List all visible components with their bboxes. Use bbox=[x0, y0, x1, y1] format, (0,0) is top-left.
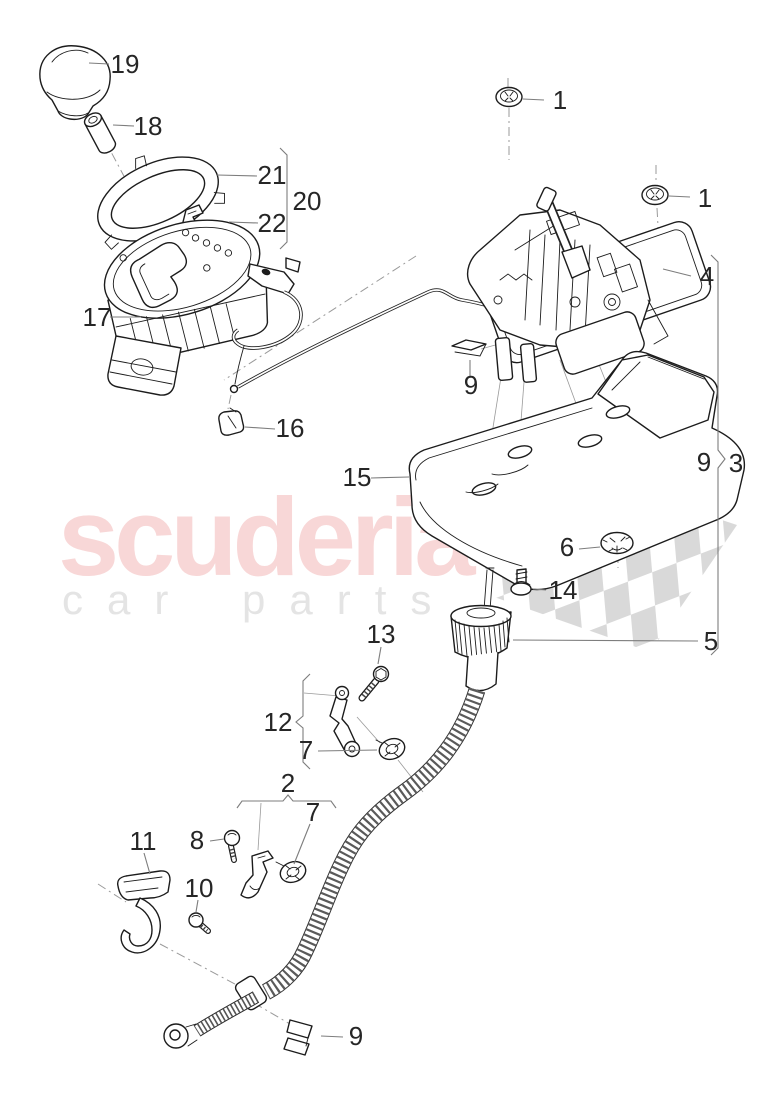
callout-leaders bbox=[88, 62, 726, 1038]
callout-9c: 9 bbox=[349, 1021, 363, 1051]
callout-15: 15 bbox=[343, 462, 372, 492]
callout-labels: 19 18 21 20 22 17 1 1 4 16 9 15 9 3 6 14… bbox=[83, 49, 744, 1051]
part-14-screw bbox=[510, 568, 532, 596]
watermark-title: scuderia bbox=[58, 476, 476, 599]
part-19-shift-knob bbox=[39, 45, 111, 121]
callout-12: 12 bbox=[264, 707, 293, 737]
part-15-cover-tray bbox=[408, 350, 746, 591]
callout-1b: 1 bbox=[698, 183, 712, 213]
callout-3: 3 bbox=[729, 448, 743, 478]
part-12-bracket bbox=[329, 685, 361, 758]
part-2-bracket bbox=[240, 850, 274, 899]
callout-4: 4 bbox=[700, 261, 714, 291]
callout-11: 11 bbox=[130, 826, 157, 856]
callout-14: 14 bbox=[549, 575, 578, 605]
callout-7b: 7 bbox=[306, 797, 320, 827]
part-10-screw bbox=[188, 912, 211, 934]
selector-inner-cable bbox=[237, 288, 522, 389]
part-17-shifter-housing bbox=[103, 219, 301, 396]
callout-9b: 9 bbox=[697, 447, 711, 477]
callout-8: 8 bbox=[190, 825, 204, 855]
part-8-bolt bbox=[223, 829, 241, 863]
part-18-knob-sleeve bbox=[83, 112, 117, 154]
callout-21: 21 bbox=[258, 160, 287, 190]
part-16-cable-clip bbox=[218, 407, 245, 436]
callout-17: 17 bbox=[83, 302, 112, 332]
callout-16: 16 bbox=[276, 413, 305, 443]
part-13-screw bbox=[358, 665, 390, 702]
part-7-grommet-upper bbox=[375, 737, 406, 761]
callout-20: 20 bbox=[293, 186, 322, 216]
part-5-cable-boot bbox=[163, 567, 512, 1049]
housing-cable-loop bbox=[229, 290, 303, 394]
callout-13: 13 bbox=[367, 619, 396, 649]
part-9-clip-upper bbox=[451, 339, 487, 378]
callout-6: 6 bbox=[560, 532, 574, 562]
part-9-clip-bottom bbox=[283, 1019, 313, 1056]
callout-9a: 9 bbox=[464, 370, 478, 400]
part-1-screw-right bbox=[641, 184, 669, 206]
part-1-screw-left bbox=[495, 86, 523, 108]
callout-2: 2 bbox=[281, 768, 295, 798]
callout-10: 10 bbox=[185, 873, 214, 903]
part-6-washer bbox=[600, 531, 634, 555]
callout-18: 18 bbox=[134, 111, 163, 141]
part-7-grommet-lower bbox=[275, 860, 307, 884]
part-11-hook-clip bbox=[116, 870, 171, 954]
callout-1a: 1 bbox=[553, 85, 567, 115]
callout-7a: 7 bbox=[299, 735, 313, 765]
watermark-subtitle: car parts bbox=[62, 576, 455, 623]
callout-22: 22 bbox=[258, 208, 287, 238]
part-4-shifter-mechanism bbox=[466, 186, 712, 383]
callout-5: 5 bbox=[704, 626, 718, 656]
callout-19: 19 bbox=[111, 49, 140, 79]
